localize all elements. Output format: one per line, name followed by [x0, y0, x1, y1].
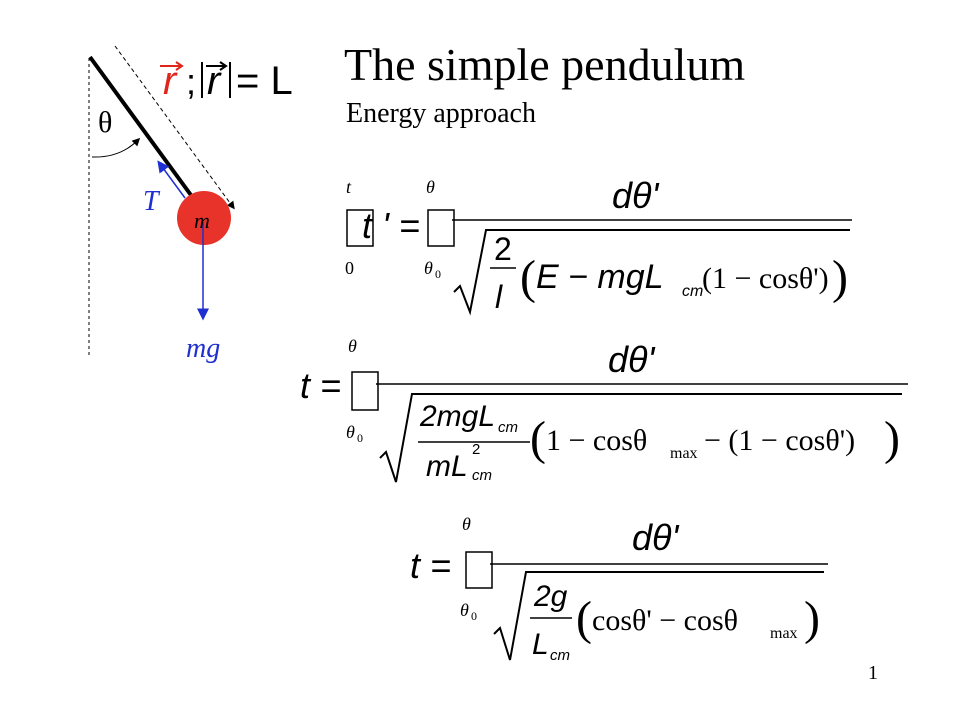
- pendulum-rod: [88, 55, 198, 204]
- r-magnitude-symbol: r: [207, 59, 222, 103]
- eq2-body-b: − (1 − cosθ'): [704, 424, 855, 457]
- eq2-numerator: dθ': [608, 339, 656, 380]
- equation-2: θ θ 0 t = dθ' 2mgL cm mL 2 cm ( 1 − cosθ…: [300, 336, 908, 484]
- r-vector-symbol: r: [163, 59, 178, 103]
- eq2-frac-num: 2mgL: [419, 400, 495, 433]
- eq3-numerator: dθ': [632, 517, 680, 558]
- eq1-coeff-num: 2: [494, 231, 512, 267]
- eq1-int1-box: [346, 209, 374, 247]
- eq1-lhs: t ' =: [362, 205, 420, 246]
- eq2-int-lower-sub: 0: [357, 431, 363, 445]
- eq2-frac-num-sub: cm: [498, 419, 518, 436]
- tension-label: T: [143, 186, 159, 217]
- page-number: 1: [868, 662, 878, 684]
- eq1-int1-lower: 0: [345, 258, 354, 278]
- eq2-body-a: 1 − cosθ: [546, 424, 647, 457]
- weight-label: mg: [186, 333, 221, 364]
- eq3-close-paren: ): [804, 592, 820, 645]
- equation-1: t 0 t ' = θ θ 0 dθ' 2 l ( E − mgL cm (1 …: [345, 175, 852, 316]
- eq1-coeff-den: l: [495, 279, 503, 315]
- eq2-body-a-sub: max: [670, 445, 698, 462]
- eq1-int2-upper: θ: [426, 177, 435, 197]
- slide-subtitle: Energy approach: [346, 98, 536, 129]
- eq2-int-lower: θ: [346, 422, 355, 442]
- r-vector-line: [114, 45, 235, 210]
- eq2-int-upper: θ: [348, 336, 357, 356]
- eq3-int-upper: θ: [462, 514, 471, 534]
- eq3-frac-den: L: [532, 628, 549, 661]
- eq2-frac-den-sub: cm: [472, 467, 492, 484]
- eq3-sqrt: [493, 571, 824, 661]
- angle-arc: [91, 137, 141, 158]
- eq3-int-lower-sub: 0: [471, 609, 477, 623]
- eq2-close-paren: ): [884, 412, 900, 465]
- separator: ;: [186, 61, 196, 102]
- r-equals-L: = L: [236, 59, 293, 103]
- eq1-den-tail: (1 − cosθ'): [702, 262, 829, 295]
- eq2-int-box: [351, 371, 379, 411]
- eq1-sqrt: [453, 229, 850, 316]
- eq3-frac-num: 2g: [533, 580, 568, 613]
- eq2-lhs: t =: [300, 365, 341, 406]
- eq3-int-box: [465, 551, 493, 589]
- eq3-int-lower: θ: [460, 600, 469, 620]
- eq3-frac-den-sub: cm: [550, 647, 570, 664]
- eq2-open-paren: (: [530, 412, 546, 465]
- eq2-frac-den: mL: [426, 450, 468, 483]
- eq3-body-sub: max: [770, 625, 798, 642]
- eq1-den-body: E − mgL: [536, 258, 664, 296]
- eq1-int1-upper: t: [346, 177, 352, 197]
- mass-label: m: [194, 208, 210, 233]
- eq1-int2-lower: θ: [424, 258, 433, 278]
- eq2-sqrt: [379, 393, 902, 483]
- pendulum-diagram: [88, 45, 235, 358]
- eq1-numerator: dθ': [612, 175, 660, 216]
- equation-3: θ θ 0 t = dθ' 2g L cm ( cosθ' − cosθ max…: [410, 514, 828, 664]
- tension-arrow: [157, 160, 186, 199]
- eq3-body: cosθ' − cosθ: [592, 604, 738, 637]
- slide-title: The simple pendulum: [344, 39, 746, 90]
- angle-label: θ: [98, 106, 113, 139]
- eq1-den-body-sub: cm: [682, 283, 703, 300]
- eq1-int2-box: [427, 209, 455, 247]
- eq1-close-paren: ): [832, 251, 848, 304]
- eq3-open-paren: (: [576, 592, 592, 645]
- eq1-int2-lower-sub: 0: [435, 267, 441, 281]
- eq3-lhs: t =: [410, 545, 451, 586]
- pendulum-bob: [177, 191, 231, 245]
- eq2-frac-den-sup: 2: [472, 441, 480, 458]
- eq1-open-paren: (: [520, 251, 536, 304]
- vector-magnitude-equation: r ; r = L: [160, 59, 293, 103]
